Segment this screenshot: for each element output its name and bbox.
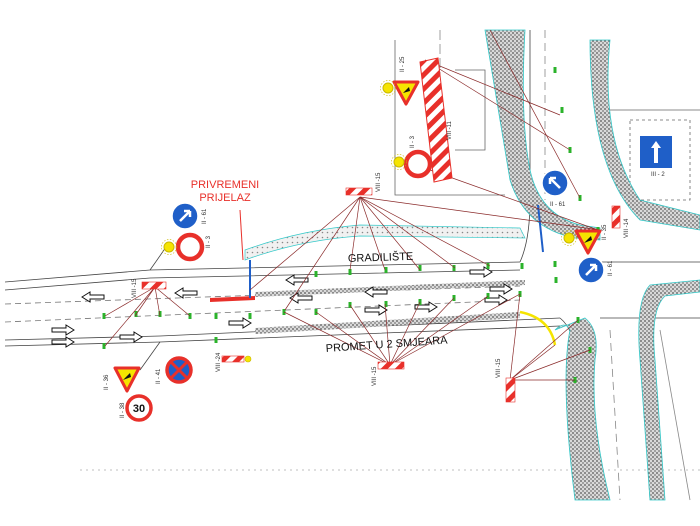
sign-code-ii-3-top: II - 3 bbox=[410, 135, 416, 148]
barrier-board-icon bbox=[419, 57, 453, 183]
direction-arrow-icon bbox=[640, 136, 672, 168]
sign-code-ii-61-right: II - 61 bbox=[550, 202, 566, 208]
worksite-strips bbox=[210, 204, 557, 346]
sign-code-ii-35: II - 35 bbox=[602, 224, 608, 240]
sign-code-viii-24: VIII -24 bbox=[216, 352, 222, 372]
sign-code-ii-3-left: II - 3 bbox=[206, 235, 212, 248]
sign-code-viii-11: VIII -11 bbox=[447, 120, 453, 140]
sign-code-ii-36: II - 36 bbox=[104, 374, 110, 390]
roadworks-triangle-icon bbox=[113, 366, 141, 393]
warning-light-icon bbox=[391, 154, 407, 170]
direction-arrow-icon bbox=[541, 169, 569, 197]
barrier-board-icon bbox=[377, 361, 405, 370]
speed-limit-sign bbox=[125, 394, 153, 422]
sign-code-iii-2: III - 2 bbox=[651, 172, 665, 178]
direction-arrow-icon bbox=[171, 202, 199, 230]
sign-code-ii-61-bottom: II - 61 bbox=[608, 260, 614, 276]
sign-code-viii-14: VIII -14 bbox=[624, 218, 630, 238]
speed-limit-value: 30 bbox=[133, 403, 145, 415]
roadworks-triangle-icon bbox=[392, 80, 420, 106]
temp-crossing-label-line2: PRIJELAZ bbox=[199, 192, 251, 204]
barrier-board-icon bbox=[345, 187, 373, 196]
no-entry-icon bbox=[175, 232, 205, 262]
barrier-board-icon bbox=[505, 377, 516, 403]
two-way-traffic-label: PROMET U 2 SMJEARA bbox=[325, 334, 448, 355]
leader-lines bbox=[104, 29, 601, 381]
temp-crossing-label-line1: PRIVREMENI bbox=[191, 179, 259, 191]
warning-light-icon bbox=[380, 80, 396, 96]
hatched-curbs bbox=[244, 29, 700, 501]
worksite-label: GRADILIŠTE bbox=[348, 250, 414, 265]
barrier-board-icon bbox=[221, 355, 252, 363]
direction-arrow-icon bbox=[577, 256, 605, 284]
sign-code-ii-38: II - 38 bbox=[120, 402, 126, 418]
barrier-board-icon bbox=[611, 205, 621, 229]
sign-code-viii-15-bottom: VIII -15 bbox=[372, 366, 378, 386]
barrier-board-icon bbox=[141, 281, 167, 290]
sign-code-ii-61-left: II - 61 bbox=[202, 208, 208, 224]
sign-code-viii-15-right: VIII -15 bbox=[496, 358, 502, 378]
warning-light-icon bbox=[561, 230, 577, 246]
sign-code-ii-41: II - 41 bbox=[156, 368, 162, 384]
roadworks-triangle-icon bbox=[574, 229, 602, 255]
warning-light-icon bbox=[161, 239, 177, 255]
sign-code-ii-25: II - 25 bbox=[400, 56, 406, 72]
no-stopping-icon bbox=[165, 356, 193, 384]
sign-code-viii-15-top: VIII -15 bbox=[376, 172, 382, 192]
sign-code-viii-15-left: VIII -15 bbox=[132, 278, 138, 298]
no-entry-icon bbox=[403, 149, 433, 179]
